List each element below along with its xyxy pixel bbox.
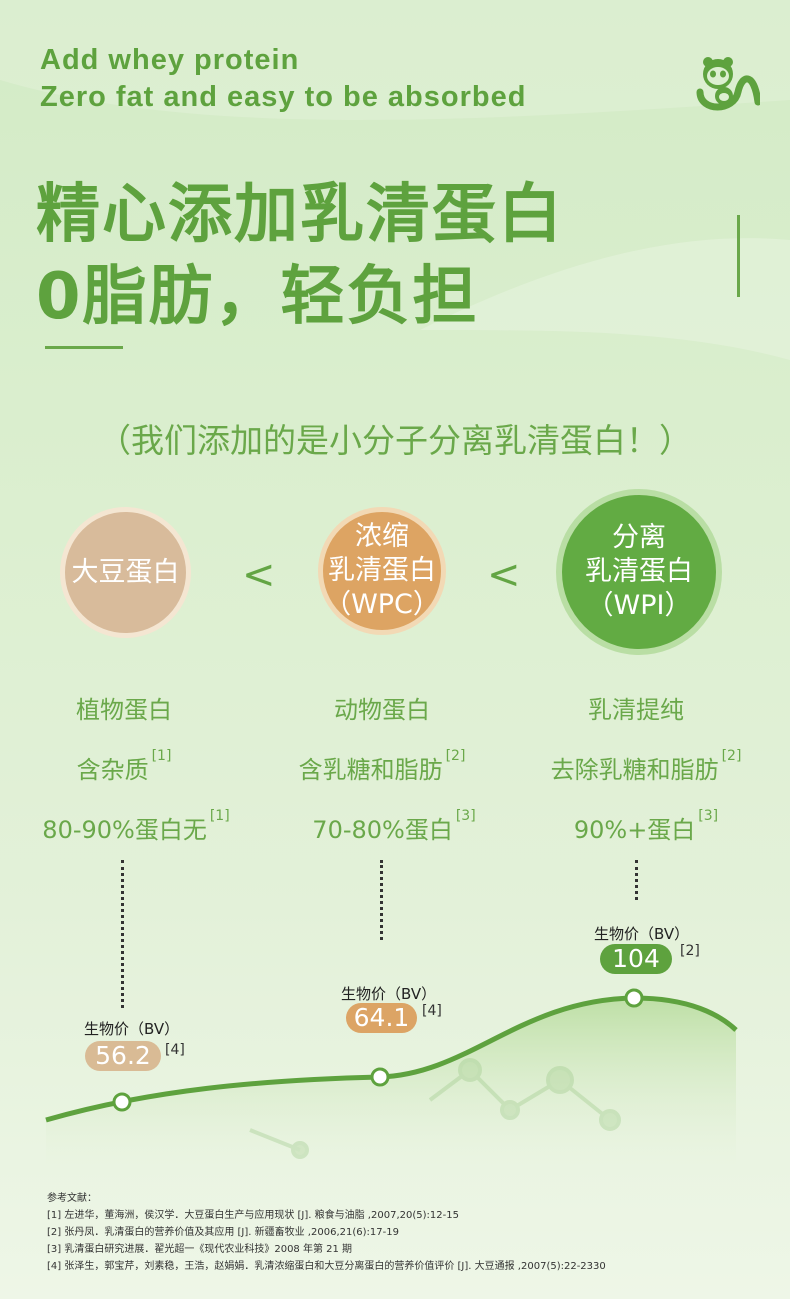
reference-item: [1] 左进华，董海洲，侯汉学．大豆蛋白生产与应用现状 [J]. 粮食与油脂 ,…	[47, 1210, 459, 1221]
bv-value-pill: 104	[600, 944, 672, 974]
soy-source: 植物蛋白	[76, 696, 172, 724]
title-underline	[45, 346, 123, 349]
bv-label: 生物价（BV）	[84, 1020, 180, 1038]
main-title-line-1: 精心添加乳清蛋白	[36, 178, 564, 252]
bv-label: 生物价（BV）	[594, 925, 690, 943]
protein-text: 80-90%蛋白无	[42, 816, 207, 844]
soy-protein-circle: 大豆蛋白	[60, 507, 191, 638]
reference-mark: [2]	[721, 748, 742, 764]
circle-label: 浓缩	[355, 521, 409, 552]
circle-label: 乳清蛋白	[328, 555, 436, 586]
wpi-source: 乳清提纯	[588, 696, 684, 724]
reference-item: [4] 张泽生，郭宝芹，刘素稳，王浩，赵娟娟．乳清浓缩蛋白和大豆分离蛋白的营养价…	[47, 1261, 606, 1272]
reference-item: [3] 乳清蛋白研究进展．翟光超一《现代农业科技》2008 年第 21 期	[47, 1244, 353, 1255]
less-than-symbol: <	[242, 552, 276, 598]
wpc-protein-circle: 浓缩 乳清蛋白 （WPC）	[318, 507, 446, 635]
feature-text: 含杂质	[76, 756, 149, 784]
dotted-connector	[380, 860, 383, 940]
reference-item: [2] 张丹凤．乳清蛋白的营养价值及其应用 [J]. 新疆畜牧业 ,2006,2…	[47, 1227, 399, 1238]
reference-mark: [1]	[209, 808, 230, 824]
reference-mark: [3]	[455, 808, 476, 824]
english-tagline-1: Add whey protein	[40, 44, 300, 76]
decorative-vertical-bar	[737, 215, 740, 297]
bv-value-pill: 56.2	[85, 1041, 161, 1071]
bv-label: 生物价（BV）	[341, 985, 437, 1003]
reference-mark: [3]	[698, 808, 719, 824]
soy-feature: 含杂质[1]	[4, 748, 244, 785]
reference-mark: [1]	[151, 748, 172, 764]
less-than-symbol: <	[487, 552, 521, 598]
bv-curve	[45, 988, 738, 1190]
wpc-protein-content: 70-80%蛋白[3]	[274, 808, 514, 845]
dotted-connector	[635, 860, 638, 900]
references-heading: 参考文献：	[47, 1193, 97, 1204]
feature-text: 含乳糖和脂肪	[298, 756, 443, 784]
wpc-feature: 含乳糖和脂肪[2]	[262, 748, 502, 785]
protein-text: 90%+蛋白	[573, 816, 696, 844]
dotted-connector	[121, 860, 124, 1008]
circle-label: 大豆蛋白	[71, 556, 180, 588]
feature-text: 去除乳糖和脂肪	[550, 756, 719, 784]
wpi-feature: 去除乳糖和脂肪[2]	[526, 748, 766, 785]
english-tagline-2: Zero fat and easy to be absorbed	[40, 81, 527, 113]
reference-mark: [4]	[422, 1003, 442, 1019]
main-title-line-2: 0脂肪，轻负担	[36, 260, 479, 334]
wpi-protein-circle: 分离 乳清蛋白 （WPI）	[556, 489, 722, 655]
reference-mark: [2]	[445, 748, 466, 764]
panda-logo-icon	[696, 57, 760, 111]
wpi-protein-content: 90%+蛋白[3]	[526, 808, 766, 845]
bv-value-pill: 64.1	[346, 1003, 417, 1033]
reference-mark: [4]	[165, 1042, 185, 1058]
references: 参考文献： [1] 左进华，董海洲，侯汉学．大豆蛋白生产与应用现状 [J]. 粮…	[47, 1190, 606, 1275]
reference-mark: [2]	[680, 943, 700, 959]
protein-text: 70-80%蛋白	[312, 816, 453, 844]
circle-label: 乳清蛋白	[585, 556, 693, 587]
soy-protein-content: 80-90%蛋白无[1]	[16, 808, 256, 845]
subtitle: （我们添加的是小分子分离乳清蛋白！）	[98, 421, 692, 460]
circle-label: 分离	[612, 522, 666, 553]
circle-label: （WPI）	[586, 590, 692, 621]
wpc-source: 动物蛋白	[334, 696, 430, 724]
circle-label: （WPC）	[324, 589, 440, 620]
